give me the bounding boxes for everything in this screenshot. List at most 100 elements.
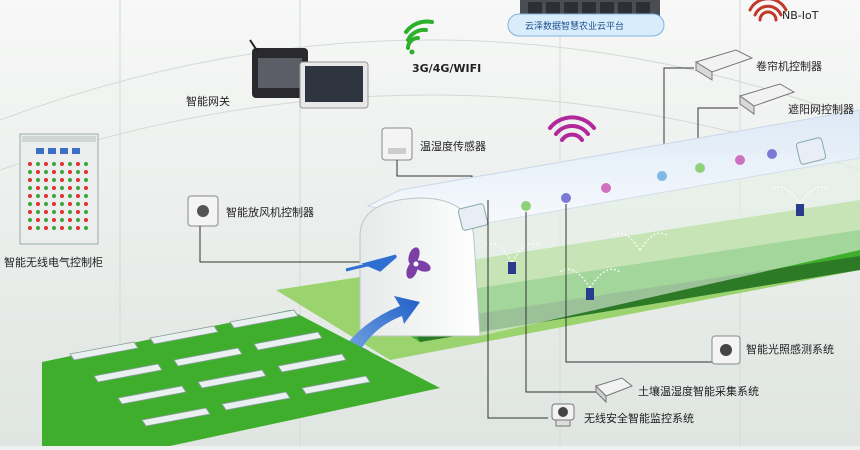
mini-greenhouse xyxy=(173,347,243,367)
cabinet-indicator-light xyxy=(36,210,40,214)
mini-greenhouse xyxy=(117,385,187,405)
cabinet-indicator-light xyxy=(52,194,56,198)
cabinet-indicator-light xyxy=(84,170,88,174)
cabinet-indicator-light xyxy=(84,226,88,230)
wifi-icon xyxy=(404,19,434,55)
fan-controller-label: 智能放风机控制器 xyxy=(226,206,314,219)
mini-greenhouse xyxy=(221,391,291,411)
cabinet-indicator-light xyxy=(52,226,56,230)
curtain-controller-label: 卷帘机控制器 xyxy=(756,60,822,73)
cabinet-indicator-light xyxy=(44,170,48,174)
cabinet-indicator-light xyxy=(28,218,32,222)
nbiot-label: NB-IoT xyxy=(782,9,819,22)
camera-connector xyxy=(487,200,548,419)
cabinet-indicator-light xyxy=(60,194,64,198)
sprinklers xyxy=(483,186,829,289)
cabinet-indicator-light xyxy=(68,218,72,222)
airflow-arrow-left xyxy=(345,254,397,272)
camera-device xyxy=(551,403,575,427)
gateway-device xyxy=(249,39,369,109)
cabinet-indicator-light xyxy=(84,162,88,166)
temp-humidity-sensor-label: 温湿度传感器 xyxy=(420,140,486,153)
cabinet-indicator-light xyxy=(84,202,88,206)
wireless-signal-icon xyxy=(548,115,596,142)
cabinet-indicator-light xyxy=(52,170,56,174)
cabinet-indicator-light xyxy=(84,186,88,190)
shade-controller-device xyxy=(738,83,796,115)
cabinet-indicator-light xyxy=(44,186,48,190)
cabinet-indicator-light xyxy=(36,226,40,230)
cabinet-indicator-light xyxy=(60,186,64,190)
roof-sensor-nodes xyxy=(457,137,827,231)
cabinet-indicator-light xyxy=(68,170,72,174)
cabinet-indicator-light xyxy=(36,178,40,182)
cabinet-indicator-light xyxy=(68,202,72,206)
cabinet-indicator-light xyxy=(52,218,56,222)
camera-label: 无线安全智能监控系统 xyxy=(584,412,694,425)
mini-greenhouse xyxy=(141,407,211,427)
cloud-platform-label: 云泽数据智慧农业云平台 xyxy=(525,22,625,32)
cabinet-indicator-light xyxy=(68,210,72,214)
soil-connector xyxy=(525,212,600,393)
cabinet-indicator-light xyxy=(28,194,32,198)
cabinet-indicator-light xyxy=(36,202,40,206)
cabinet-indicator-light xyxy=(28,170,32,174)
cabinet-indicator-light xyxy=(60,210,64,214)
control-cabinet xyxy=(19,133,99,245)
cabinet-indicator-light xyxy=(44,178,48,182)
cabinet-indicator-light xyxy=(84,178,88,182)
fan-controller-connector xyxy=(199,226,362,263)
cabinet-indicator-light xyxy=(52,162,56,166)
gateway-label: 智能网关 xyxy=(186,95,230,108)
curtain-controller-device xyxy=(694,49,754,81)
cabinet-indicator-light xyxy=(60,162,64,166)
light-connector xyxy=(565,204,712,363)
cabinet-indicator-light xyxy=(52,186,56,190)
cabinet-indicator-light xyxy=(28,186,32,190)
cabinet-indicator-light xyxy=(28,226,32,230)
soil-sensor-device xyxy=(595,377,633,404)
mini-greenhouse xyxy=(277,353,347,373)
mini-greenhouse xyxy=(229,309,299,329)
overview-greenhouses xyxy=(69,309,371,427)
nbiot-signal-icon xyxy=(748,0,788,22)
cabinet-indicator-light xyxy=(60,218,64,222)
cabinet-indicator-light xyxy=(76,226,80,230)
cabinet-indicator-light xyxy=(36,194,40,198)
cabinet-indicator-light xyxy=(36,162,40,166)
cabinet-indicator-light xyxy=(36,170,40,174)
mini-greenhouse xyxy=(149,325,219,345)
cabinet-indicator-light xyxy=(44,218,48,222)
cabinet-indicator-light xyxy=(52,202,56,206)
cabinet-indicator-light xyxy=(44,162,48,166)
cabinet-indicator-light xyxy=(44,210,48,214)
cabinet-indicator-light xyxy=(60,178,64,182)
cabinet-indicator-light xyxy=(28,178,32,182)
cabinet-indicator-light xyxy=(52,210,56,214)
fan-controller-device xyxy=(187,195,219,227)
cabinet-indicator-light xyxy=(68,186,72,190)
cabinet-indicator-light xyxy=(84,194,88,198)
cabinet-indicator-light xyxy=(44,226,48,230)
control-cabinet-label: 智能无线电气控制柜 xyxy=(4,256,103,269)
cabinet-indicator-light xyxy=(84,210,88,214)
cabinet-indicator-light xyxy=(76,162,80,166)
cabinet-indicator-light xyxy=(52,178,56,182)
cabinet-indicator-light xyxy=(60,202,64,206)
cabinet-indicator-light xyxy=(68,162,72,166)
cabinet-indicator-light xyxy=(76,178,80,182)
cabinet-indicator-light xyxy=(68,194,72,198)
fan-icon xyxy=(406,247,431,279)
mini-greenhouse xyxy=(93,363,163,383)
cabinet-indicator-light xyxy=(84,218,88,222)
mini-greenhouse xyxy=(69,341,139,361)
mini-greenhouse xyxy=(301,375,371,395)
cabinet-indicator-light xyxy=(76,202,80,206)
cabinet-indicator-light xyxy=(76,218,80,222)
sprinkler-heads xyxy=(508,204,804,300)
cabinet-indicator-light xyxy=(28,202,32,206)
network-3g-label: 3G/4G/WIFI xyxy=(412,62,482,75)
cabinet-indicator-light xyxy=(36,186,40,190)
